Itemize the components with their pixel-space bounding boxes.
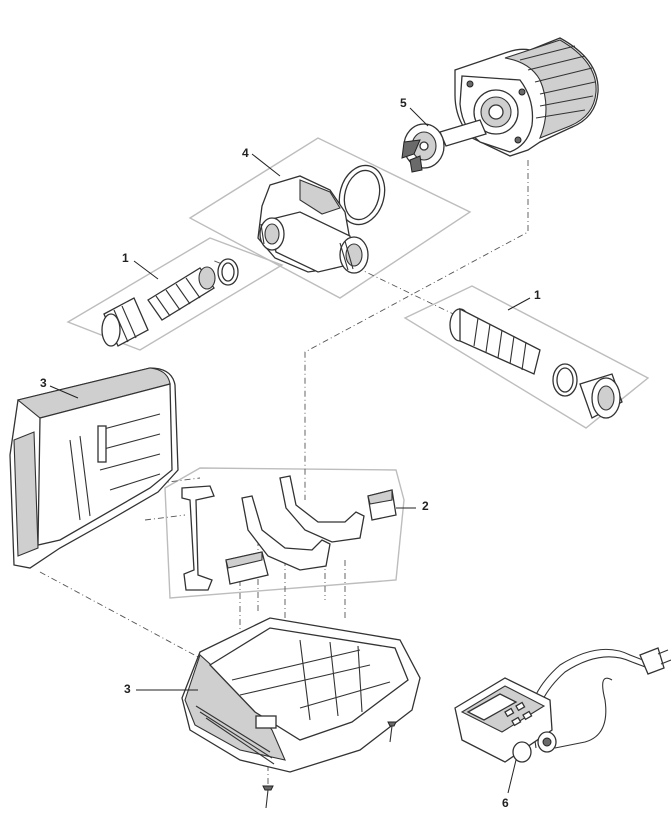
rotor xyxy=(401,119,487,173)
lower-casing xyxy=(181,617,421,773)
controller-unit xyxy=(454,647,671,763)
label-rotor: 5 xyxy=(400,96,407,110)
label-lower-casing: 3 xyxy=(124,682,131,696)
tray-pump-housing xyxy=(188,137,472,299)
screw-left xyxy=(262,785,274,809)
hose-connector-right xyxy=(449,307,623,419)
label-hose-left: 1 xyxy=(122,251,129,265)
label-pump-housing: 4 xyxy=(242,146,249,160)
upper-casing xyxy=(9,367,179,569)
label-inserts: 2 xyxy=(422,499,429,513)
screw-right xyxy=(387,721,397,743)
label-upper-casing: 3 xyxy=(40,376,47,390)
insert-parts xyxy=(181,475,397,591)
label-hose-right: 1 xyxy=(534,288,541,302)
tray-outlet-hose-right xyxy=(403,285,650,429)
hose-connector-left xyxy=(101,258,239,347)
tray-inserts xyxy=(164,467,405,599)
pump-housing xyxy=(257,175,369,274)
pump-motor-unit xyxy=(454,37,599,157)
leader-lines xyxy=(49,107,531,794)
label-controller: 6 xyxy=(502,796,509,810)
